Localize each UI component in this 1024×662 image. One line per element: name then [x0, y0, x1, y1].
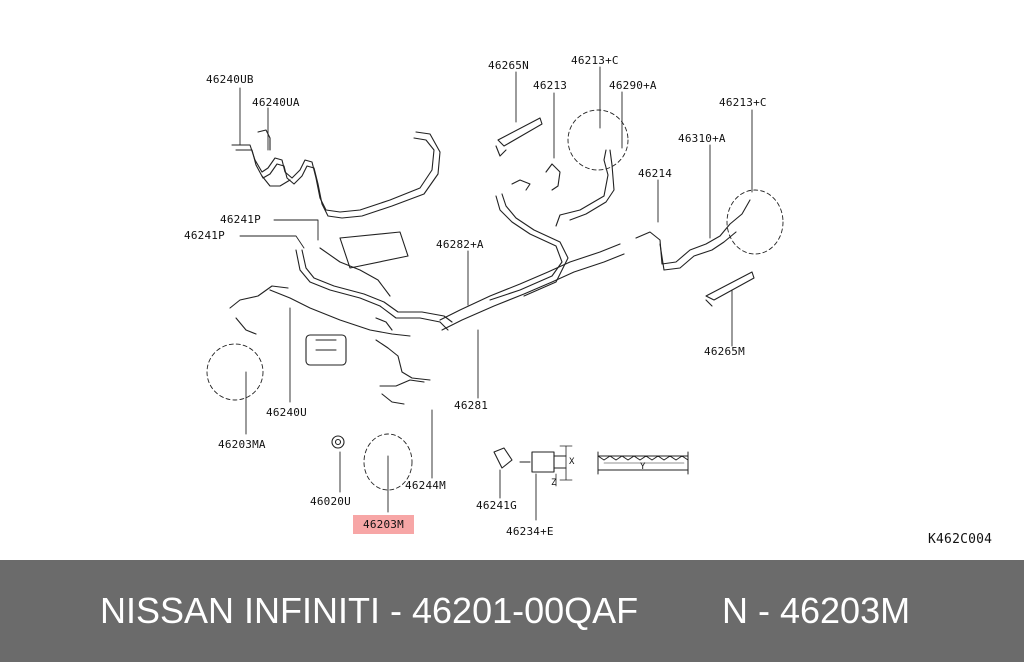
label-46213C-top: 46213+C — [571, 54, 619, 67]
label-46310A: 46310+A — [678, 132, 726, 145]
label-46213: 46213 — [533, 79, 568, 92]
dimension-y-label: Y — [640, 462, 646, 472]
label-46234E: 46234+E — [506, 525, 554, 538]
dimension-x-label: X — [569, 457, 575, 467]
footer-bar: NISSAN INFINITI - 46201-00QAF N - 46203M — [0, 560, 1024, 662]
label-46265N: 46265N — [488, 59, 529, 72]
brackets — [235, 117, 755, 473]
label-46282A: 46282+A — [436, 238, 484, 251]
dimension-y-strip — [597, 451, 689, 475]
dimension-xz — [555, 445, 573, 487]
label-46241P-b: 46241P — [184, 229, 225, 242]
diagram-code: K462C004 — [928, 532, 993, 547]
label-46203M-highlighted: 46203M — [353, 515, 414, 534]
label-46290A: 46290+A — [609, 79, 657, 92]
footer-nissan-code: N - 46203M — [722, 590, 911, 631]
label-46240UB: 46240UB — [206, 73, 254, 86]
label-46240UA: 46240UA — [252, 96, 300, 109]
label-46203MA: 46203MA — [218, 438, 266, 451]
label-46281: 46281 — [454, 399, 489, 412]
label-46213C-right: 46213+C — [719, 96, 767, 109]
label-46020U: 46020U — [310, 495, 351, 508]
label-46241G: 46241G — [476, 499, 517, 512]
center-brake-tubes — [229, 193, 625, 387]
wheel-outlines — [206, 109, 784, 491]
label-46240U: 46240U — [266, 406, 307, 419]
rear-brake-tubes — [231, 129, 441, 219]
leader-lines — [239, 66, 753, 521]
label-46214: 46214 — [638, 167, 673, 180]
label-46244M: 46244M — [405, 479, 446, 492]
label-46241P-a: 46241P — [220, 213, 261, 226]
label-46265M: 46265M — [704, 345, 745, 358]
brake-line-drawing — [206, 66, 784, 521]
footer-part-number: NISSAN INFINITI - 46201-00QAF — [100, 590, 639, 631]
parts-diagram: 46240UB 46240UA 46265N 46213 46213+C 462… — [184, 54, 993, 547]
dimension-z-label: Z — [551, 478, 557, 488]
right-brake-tubes — [555, 149, 751, 271]
